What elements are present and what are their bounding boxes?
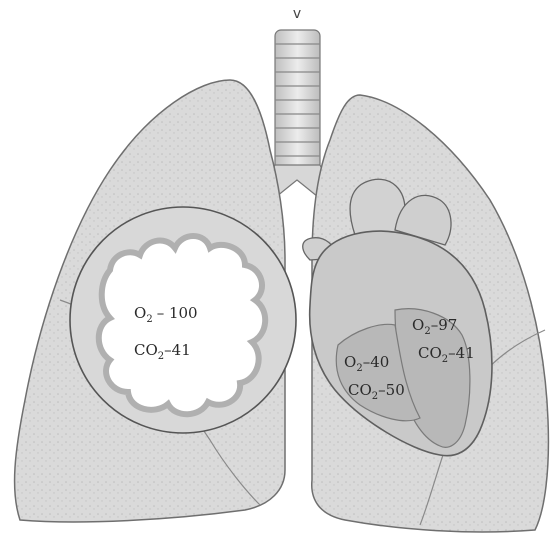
left-ventricle-o2-label: O2–97 [412,316,457,337]
alveolus-inset: O2– 100 CO2–41 [70,207,296,433]
alveolus-o2-label: O2– 100 [134,304,198,325]
alveolus-sac [99,236,265,414]
right-ventricle-o2-label: O2–40 [344,353,389,374]
top-mark: v [293,6,301,22]
